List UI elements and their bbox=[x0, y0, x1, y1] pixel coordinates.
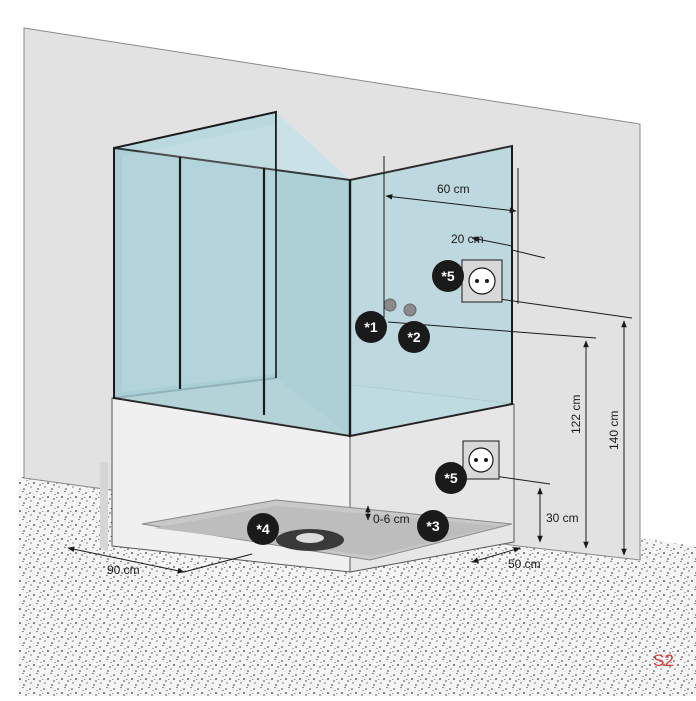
marker-2-label: *2 bbox=[407, 329, 420, 345]
marker-5-lower-label: *5 bbox=[444, 470, 457, 486]
dim-offset-top: 20 cm bbox=[451, 232, 484, 246]
dim-width-top: 60 cm bbox=[437, 182, 470, 196]
marker-3: *3 bbox=[417, 510, 449, 542]
marker-5-lower: *5 bbox=[435, 462, 467, 494]
marker-1-label: *1 bbox=[364, 319, 377, 335]
marker-5-upper-label: *5 bbox=[441, 268, 454, 284]
marker-5-upper: *5 bbox=[432, 260, 464, 292]
marker-4: *4 bbox=[247, 513, 279, 545]
marker-2: *2 bbox=[398, 321, 430, 353]
outlet-upper bbox=[461, 259, 503, 303]
dim-drain-height: 0-6 cm bbox=[373, 512, 410, 526]
marker-4-label: *4 bbox=[256, 521, 269, 537]
side-wall-left bbox=[100, 462, 108, 552]
drain-cover bbox=[296, 533, 324, 543]
valve-dot-1 bbox=[383, 298, 397, 312]
corner-label: S2 bbox=[653, 651, 674, 670]
dim-height-outlet-top: 140 cm bbox=[607, 411, 621, 450]
valve-dot-2 bbox=[403, 303, 417, 317]
marker-1: *1 bbox=[355, 311, 387, 343]
dim-height-valve: 122 cm bbox=[569, 395, 583, 434]
dim-depth-left: 90 cm bbox=[107, 563, 140, 577]
glass-reflection bbox=[122, 124, 276, 392]
marker-3-label: *3 bbox=[426, 518, 439, 534]
dim-depth-right: 50 cm bbox=[508, 557, 541, 571]
outlet-lower bbox=[462, 440, 500, 480]
dim-height-outlet-low: 30 cm bbox=[546, 511, 579, 525]
